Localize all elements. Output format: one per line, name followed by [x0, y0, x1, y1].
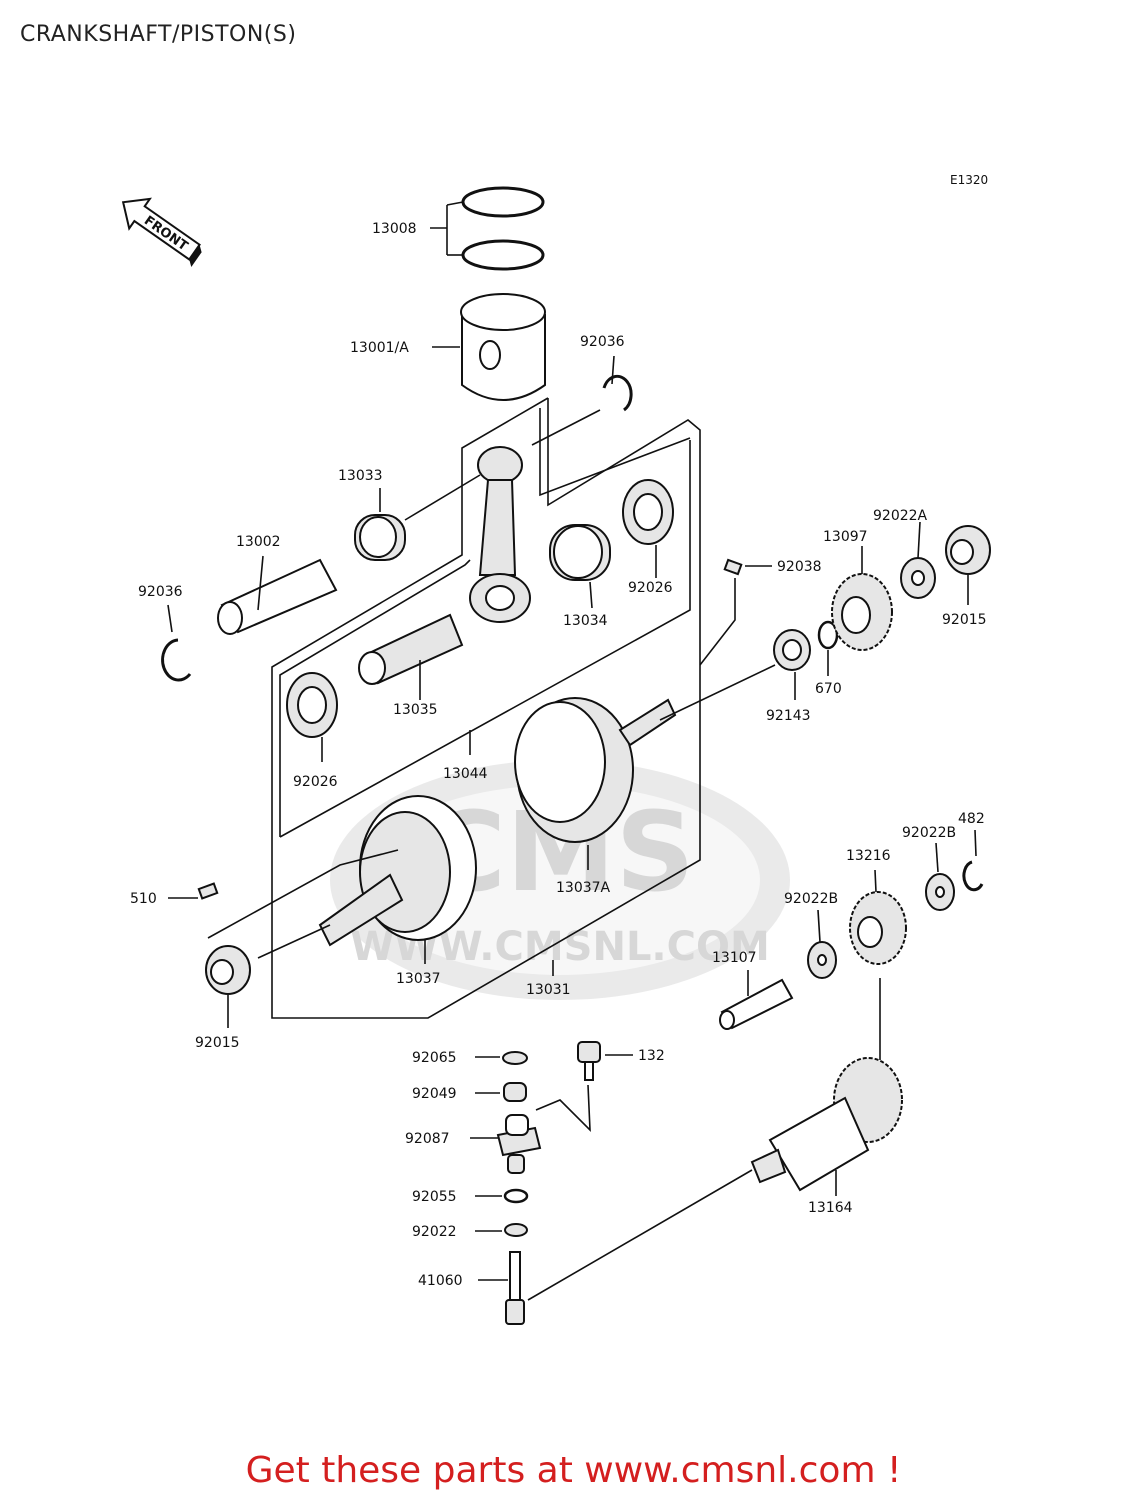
fitting-92087 — [496, 1114, 542, 1174]
crank-pin — [358, 613, 464, 685]
thrust-washer-right — [622, 479, 674, 545]
part-label: 92022B — [902, 825, 956, 841]
o-ring-92055 — [503, 1188, 529, 1204]
circlip-left — [161, 638, 192, 682]
nut-92015-left — [205, 945, 251, 995]
key-510 — [197, 882, 219, 900]
part-label: 92022A — [873, 508, 928, 524]
part-label: 41060 — [418, 1273, 463, 1289]
needle-bearing-small — [354, 514, 406, 561]
part-label: 92015 — [195, 1035, 240, 1051]
leader-lines — [167, 201, 977, 1301]
thrust-washer-left — [286, 672, 338, 738]
part-label: 92087 — [405, 1131, 450, 1147]
shaft-13107 — [719, 978, 794, 1030]
washer-92022b-right — [925, 873, 955, 911]
crank-half-right — [514, 697, 677, 843]
needle-bearing-large — [549, 524, 611, 581]
part-label: 13107 — [712, 950, 757, 966]
part-label: 92065 — [412, 1050, 457, 1066]
nut-92015-right — [945, 525, 991, 575]
part-label: 13031 — [526, 982, 571, 998]
connecting-rod — [469, 446, 531, 623]
part-label: 13033 — [338, 468, 383, 484]
washer-92022a — [900, 557, 936, 599]
part-label: 13037 — [396, 971, 441, 987]
part-label: 92038 — [777, 559, 822, 575]
bolt-132 — [577, 1041, 601, 1081]
collar-92049 — [503, 1082, 527, 1102]
part-label: 13034 — [563, 613, 608, 629]
part-label: 92055 — [412, 1189, 457, 1205]
piston-rings — [461, 186, 545, 271]
washer-92065 — [502, 1051, 528, 1065]
part-label: 13044 — [443, 766, 488, 782]
crank-half-left — [318, 795, 477, 947]
part-label: 92036 — [138, 584, 183, 600]
page-title: CRANKSHAFT/PISTON(S) — [20, 22, 297, 47]
diagram-code: E1320 — [950, 173, 988, 187]
part-label: 13002 — [236, 534, 281, 550]
part-label: 13164 — [808, 1200, 853, 1216]
part-label: 132 — [638, 1048, 665, 1064]
front-arrow-icon: FRONT — [121, 197, 202, 267]
part-labels: 13008 13001/A 92036 13033 13002 92036 13… — [130, 221, 987, 1289]
part-label: 92049 — [412, 1086, 457, 1102]
piston-pin — [217, 558, 338, 635]
washer-92022 — [504, 1223, 528, 1237]
key-92038 — [723, 558, 743, 576]
part-label: 670 — [815, 681, 842, 697]
part-label: 13216 — [846, 848, 891, 864]
part-label: 13008 — [372, 221, 417, 237]
gear-13097 — [831, 573, 893, 651]
part-label: 92143 — [766, 708, 811, 724]
balancer-13164 — [750, 1057, 903, 1192]
part-label: 92026 — [293, 774, 338, 790]
part-label: 482 — [958, 811, 985, 827]
piston — [460, 293, 546, 401]
part-label: 13097 — [823, 529, 868, 545]
circlip-670 — [817, 620, 839, 650]
part-label: 13001/A — [350, 340, 409, 356]
part-label: 510 — [130, 891, 157, 907]
part-label: 92036 — [580, 334, 625, 350]
circlip-upper — [602, 374, 633, 412]
circlip-482 — [962, 860, 984, 892]
footer-promo[interactable]: Get these parts at www.cmsnl.com ! — [245, 1450, 902, 1491]
bolt-41060 — [505, 1251, 525, 1325]
part-label: 92022B — [784, 891, 838, 907]
part-label: 13037A — [556, 880, 611, 896]
part-label: 92022 — [412, 1224, 457, 1240]
washer-92022b-left — [807, 941, 837, 979]
gear-13216 — [849, 891, 907, 965]
part-label: 13035 — [393, 702, 438, 718]
oil-seal-92143 — [773, 629, 811, 671]
part-label: 92015 — [942, 612, 987, 628]
part-label: 92026 — [628, 580, 673, 596]
